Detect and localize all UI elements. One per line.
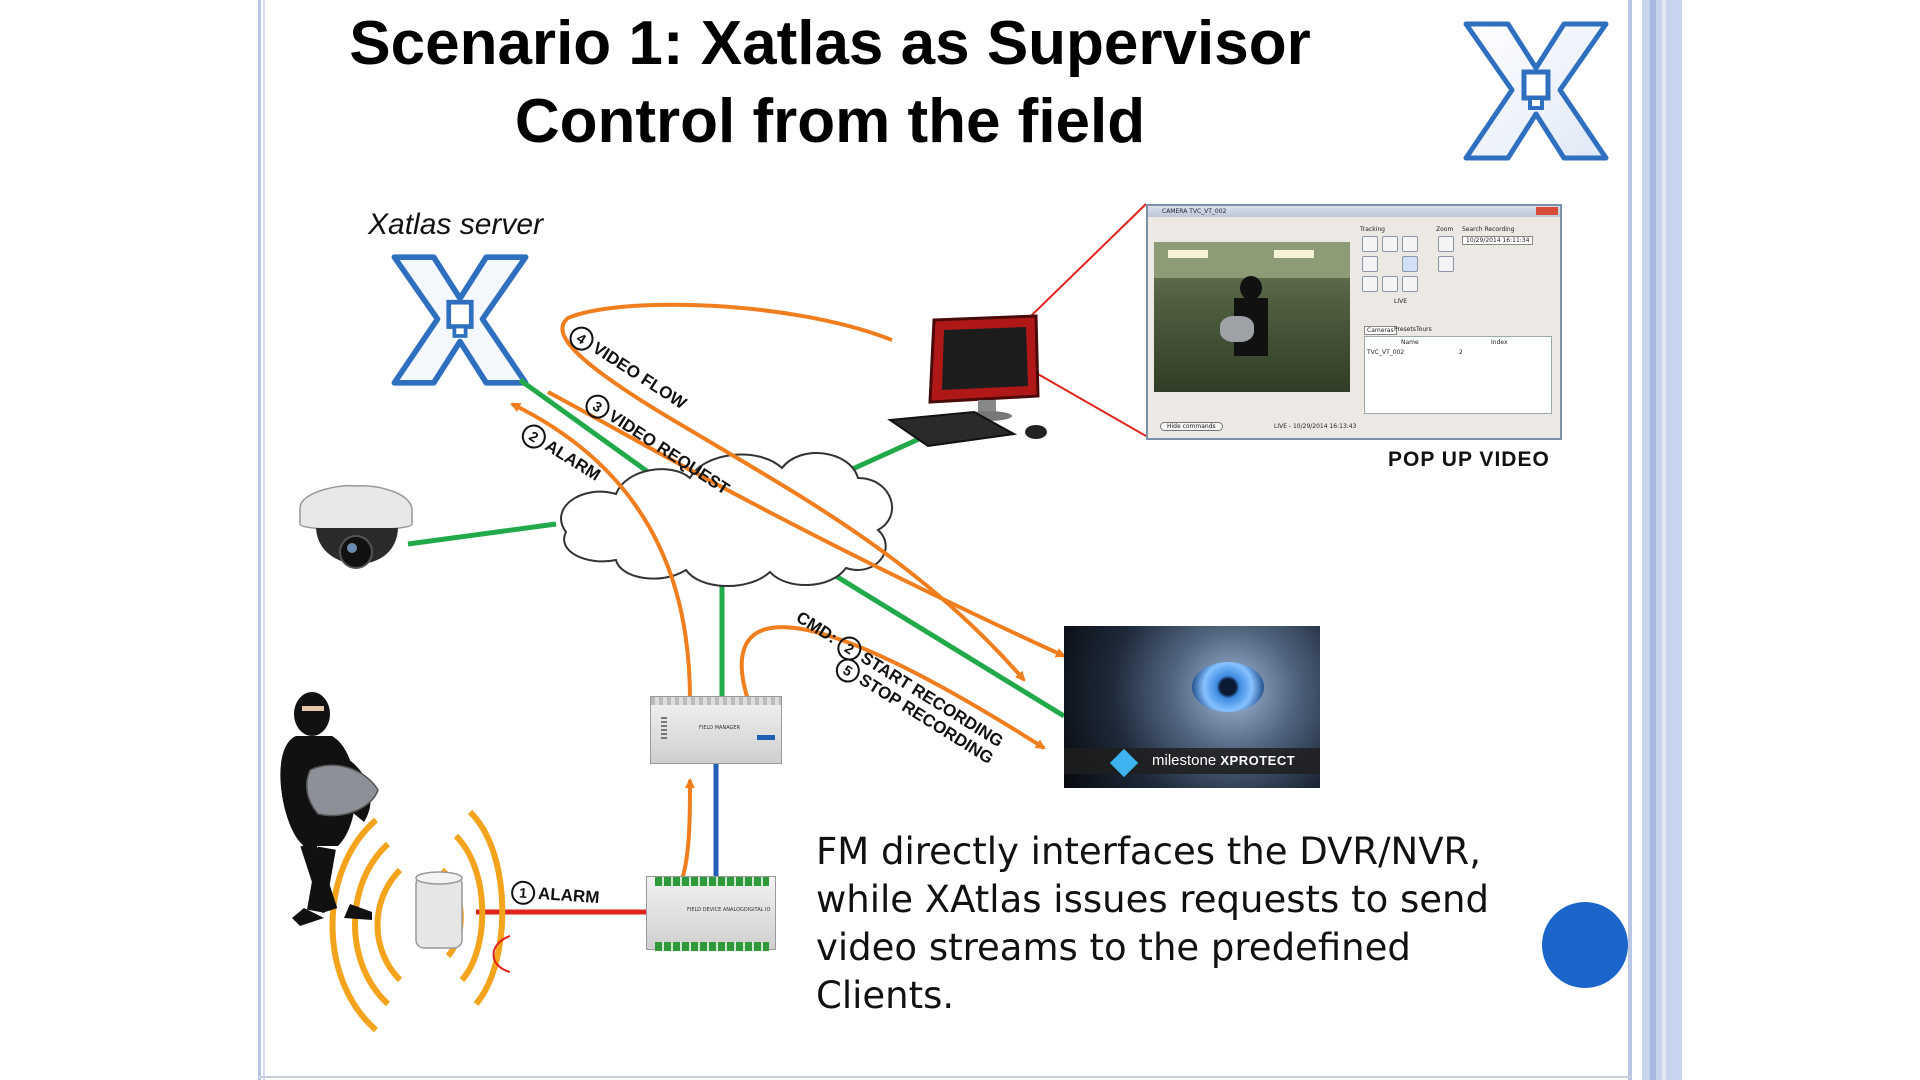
arrow-video-flow [560,302,1026,682]
ptz-right-button[interactable] [1402,256,1418,272]
popup-video-caption: POP UP VIDEO [1388,448,1550,471]
arrow-alarm-top [510,402,692,701]
tab-cameras[interactable]: Cameras [1364,326,1397,335]
tab-presets[interactable]: Presets [1394,326,1416,333]
link-cloud-milestone [824,567,1066,719]
arrow-video-request [547,390,1066,658]
description-line-4: Clients. [816,974,955,1017]
popup-video-frame [1154,242,1350,392]
arrow-cmd-recording [739,625,1046,750]
ptz-up-button[interactable] [1382,236,1398,252]
zoom-in-button[interactable] [1438,236,1454,252]
blue-dot-icon [1542,902,1628,988]
description-line-3: video streams to the predefined [816,926,1411,969]
xatlas-logo-icon [1463,21,1609,161]
dome-camera-icon [299,484,413,569]
link-camera-cloud [407,521,557,547]
slide-title-line1: Scenario 1: Xatlas as Supervisor [349,9,1311,78]
description-line-2: while XAtlas issues requests to send [816,878,1489,921]
camera-list-panel: Name Index TVC_VT_002 2 [1364,336,1552,414]
ptz-down-left-button[interactable] [1362,276,1378,292]
popup-close-icon[interactable] [1536,207,1558,215]
ptz-up-right-button[interactable] [1402,236,1418,252]
milestone-brand: milestone XPROTECT [1152,752,1296,769]
wolf-eye-icon [1192,662,1264,712]
zoom-out-button[interactable] [1438,256,1454,272]
slide-title-line2: Control from the field [514,87,1146,156]
server-label: Xatlas server [368,208,544,241]
popup-titlebar: CAMERA TVC_VT_002 [1148,206,1560,217]
network-cloud-icon [560,452,894,588]
field-device: FIELD DEVICE ANALOGDIGITAL IO [646,876,776,951]
description-text: FM directly interfaces the DVR/NVR, whil… [816,828,1576,1020]
popup-video-window: CAMERA TVC_VT_002 Tracking Zoom Search R… [1146,204,1562,440]
sensor-icon [415,871,463,949]
ptz-down-right-button[interactable] [1402,276,1418,292]
popup-timestamp: LIVE - 10/29/2014 16:13:43 [1274,423,1357,430]
milestone-xprotect-image: milestone XPROTECT [1064,626,1320,788]
camera-list-row[interactable]: TVC_VT_002 [1367,349,1405,356]
client-pc-icon [887,314,1047,448]
stolen-bag-icon [305,764,379,817]
hide-commands-button[interactable]: Hide commands [1160,422,1223,431]
link-server-cloud [518,377,664,485]
ptz-up-left-button[interactable] [1362,236,1378,252]
tab-tours[interactable]: Tours [1416,326,1432,333]
ptz-down-button[interactable] [1382,276,1398,292]
field-manager-device: FIELD MANAGER [650,696,782,764]
description-line-1: FM directly interfaces the DVR/NVR, [816,830,1482,873]
ptz-left-button[interactable] [1362,256,1378,272]
